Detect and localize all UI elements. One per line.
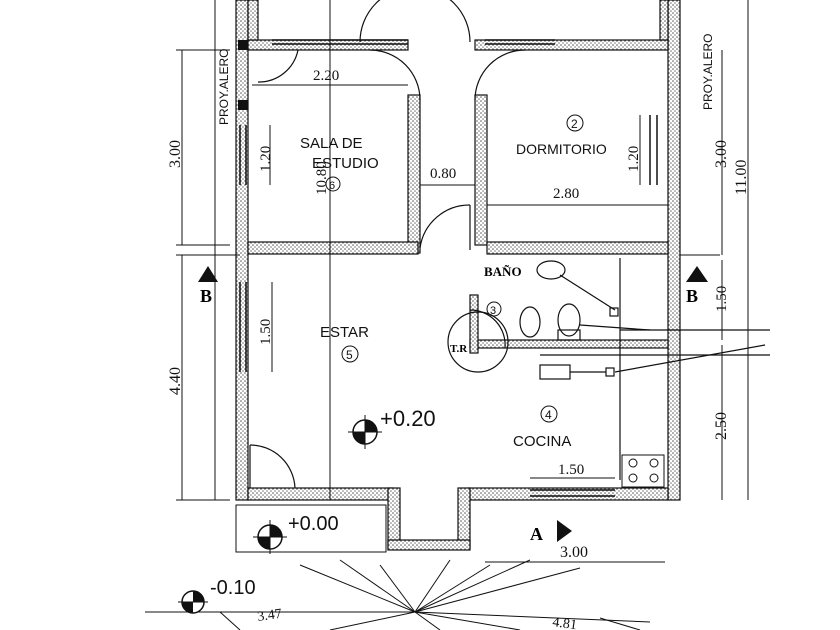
room-number-circle <box>325 176 341 192</box>
bidet-icon <box>519 306 541 338</box>
room-study-name-line2: ESTUDIO <box>312 155 379 172</box>
room-kitchen-name: COCINA <box>513 433 571 450</box>
wall-right <box>667 0 681 501</box>
section-label: A <box>530 524 543 544</box>
wall-bedroom-bottom <box>486 241 669 255</box>
door-upper <box>359 0 471 43</box>
dim-roof-right: 4.81 <box>551 615 577 630</box>
door-bedroom-swing <box>474 49 526 101</box>
door-entry <box>249 444 296 489</box>
dim-bottom-right: 3.00 <box>560 544 588 561</box>
roof-lines <box>145 559 651 630</box>
shower-valve-icon <box>609 307 619 317</box>
level-entry: +0.00 <box>288 513 339 535</box>
dim-right-upper: 3.00 <box>713 140 730 168</box>
bath-fixtures <box>447 258 770 480</box>
dim-living-window: 1.50 <box>258 319 274 345</box>
room-bedroom-name: DORMITORIO <box>516 141 607 157</box>
wall-study-right <box>407 94 421 254</box>
room-bedroom-number: 2 <box>571 117 578 131</box>
room-number-circle <box>341 345 359 363</box>
section-marker-b-right: B <box>686 266 708 306</box>
tr-label: T.R <box>450 343 468 355</box>
level-marker-exterior <box>178 590 208 614</box>
wall-bath-left <box>469 294 479 354</box>
dim-right-kitchen: 2.50 <box>713 412 730 440</box>
column-marker <box>238 40 248 50</box>
eave-projection-right: PROY.ALERO <box>701 34 715 110</box>
room-number-circle <box>566 114 584 132</box>
door-corridor <box>419 204 471 249</box>
room-bath-name: BAÑO <box>484 264 522 279</box>
windows <box>239 39 658 497</box>
dim-left-upper: 3.00 <box>167 140 184 168</box>
dimension-lines <box>176 0 749 563</box>
wall-bedroom-left <box>474 94 488 246</box>
doors <box>249 0 526 489</box>
room-kitchen-number: 4 <box>545 408 552 422</box>
door-study <box>257 49 299 83</box>
wall-upper-stub-right <box>659 0 669 41</box>
eave-projection-left: PROY.ALERO <box>217 49 231 125</box>
wall-top-right <box>474 39 669 51</box>
room-study-name-line1: SALA DE <box>300 135 363 152</box>
dim-study-window: 1.20 <box>258 146 274 172</box>
wall-study-bottom <box>247 241 419 255</box>
wall-upper-stub-left <box>247 0 259 41</box>
wall-porch-bottom <box>387 539 471 551</box>
dim-right-bath: 1.50 <box>714 286 730 312</box>
dim-study-width: 2.20 <box>313 68 339 84</box>
dim-bedroom-width: 2.80 <box>553 186 579 202</box>
column-marker <box>238 100 248 110</box>
gas-valve-icon <box>605 367 615 377</box>
dim-roof-left: 3.47 <box>256 607 282 625</box>
level-exterior: -0.10 <box>210 577 256 599</box>
level-marker-interior <box>348 415 382 449</box>
wall-bottom-left <box>247 487 394 501</box>
room-bath-number: 3 <box>490 305 496 317</box>
dim-right-total: 11.00 <box>733 160 750 195</box>
room-number-circle <box>486 301 502 317</box>
tr-circle <box>447 311 509 373</box>
dim-bedroom-window: 1.20 <box>626 146 642 172</box>
walls <box>235 0 681 551</box>
wall-porch-right <box>457 487 471 549</box>
wall-porch-left <box>387 487 401 549</box>
dim-study-depth: 10.80 <box>314 161 330 195</box>
stove-icon <box>621 454 665 488</box>
toilet-tank-icon <box>557 329 581 341</box>
sink-icon <box>536 260 566 280</box>
toilet-icon <box>557 303 581 337</box>
room-living-name: ESTAR <box>320 324 369 341</box>
level-interior: +0.20 <box>380 406 436 431</box>
dim-corridor: 0.80 <box>430 166 456 182</box>
section-label: B <box>200 286 212 306</box>
window-living <box>239 282 247 372</box>
room-number-circle <box>540 405 558 423</box>
section-marker-a: A <box>530 520 572 544</box>
door-study-swing <box>369 49 421 101</box>
wall-top-left <box>247 39 409 51</box>
dim-left-lower: 4.40 <box>167 367 184 395</box>
wall-left <box>235 0 249 501</box>
kitchen-sink-icon <box>539 364 571 380</box>
wall-kitchen-partition <box>469 339 669 349</box>
entry-porch <box>235 504 387 553</box>
room-living-number: 5 <box>346 348 353 362</box>
door-bath <box>469 309 506 349</box>
room-study-number: 6 <box>329 180 335 192</box>
section-marker-b-left: B <box>198 266 218 306</box>
window-study <box>239 125 247 185</box>
section-label: B <box>686 286 698 306</box>
window-upper <box>272 39 555 45</box>
dim-kitchen-window: 1.50 <box>558 462 584 478</box>
window-kitchen <box>530 489 615 497</box>
level-marker-entry <box>253 520 287 554</box>
window-bedroom <box>649 115 658 185</box>
